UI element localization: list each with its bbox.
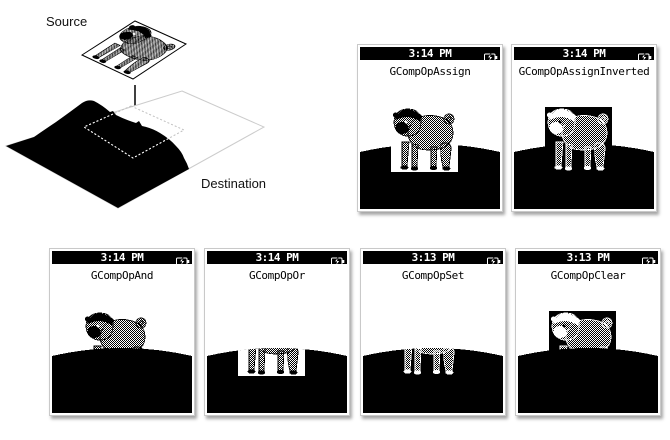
composite-op-label: GCompOpAssign	[389, 65, 471, 78]
composite-scene: GCompOpClear	[518, 264, 658, 413]
composite-op-label: GCompOpOr	[248, 269, 305, 282]
composite-scene: GCompOpAnd	[52, 264, 192, 413]
hill-silhouette	[363, 348, 503, 413]
device-titlebar: 3:14 PM	[514, 47, 654, 62]
status-time: 3:14 PM	[562, 47, 606, 60]
source-label: Source	[46, 14, 88, 29]
source-plane	[80, 20, 188, 80]
device-titlebar: 3:14 PM	[207, 251, 347, 266]
composite-op-label: GCompOpSet	[401, 269, 465, 282]
battery-charging-icon	[642, 253, 656, 266]
device-screenshot-set: 3:13 PM GCompOpSet	[360, 248, 506, 416]
source-destination-diagram: Source Destination	[0, 0, 300, 240]
battery-charging-icon	[331, 253, 345, 266]
device-screenshot-assign-inverted: 3:14 PM GCompOpAssignInverted	[511, 44, 657, 212]
composite-scene: GCompOpAssign	[360, 60, 500, 209]
composite-scene: GCompOpAssignInverted	[514, 60, 654, 209]
status-time: 3:14 PM	[255, 251, 299, 264]
pug-bitmap	[247, 348, 301, 375]
battery-charging-icon	[638, 49, 652, 62]
pug-bitmap	[396, 312, 458, 375]
device-titlebar: 3:14 PM	[360, 47, 500, 62]
pug-bitmap	[92, 25, 176, 75]
destination-plane	[4, 90, 266, 209]
device-titlebar: 3:14 PM	[52, 251, 192, 266]
composite-scene: GCompOpOr	[207, 264, 347, 413]
destination-label: Destination	[201, 176, 267, 191]
device-screenshot-or: 3:14 PM GCompOpOr	[204, 248, 350, 416]
composite-op-label: GCompOpAssignInverted	[518, 65, 650, 78]
status-time: 3:13 PM	[566, 251, 610, 264]
composite-scene: GCompOpSet	[363, 264, 503, 413]
pug-bitmap	[547, 108, 609, 171]
device-titlebar: 3:13 PM	[363, 251, 503, 266]
device-titlebar: 3:13 PM	[518, 251, 658, 266]
status-time: 3:14 PM	[408, 47, 452, 60]
composite-op-label: GCompOpAnd	[90, 269, 154, 282]
hill-silhouette	[52, 348, 192, 413]
pug-bitmap	[393, 108, 455, 171]
device-screenshot-clear: 3:13 PM GCompOpClear	[515, 248, 661, 416]
battery-charging-icon	[487, 253, 501, 266]
device-screenshot-and: 3:14 PM GCompOpAnd	[49, 248, 195, 416]
hill-silhouette	[518, 348, 658, 413]
battery-charging-icon	[484, 49, 498, 62]
destination-hill-region	[6, 100, 189, 208]
composite-op-label: GCompOpClear	[550, 269, 626, 282]
status-time: 3:13 PM	[411, 251, 455, 264]
device-screenshot-assign: 3:14 PM GCompOpAssign	[357, 44, 503, 212]
battery-charging-icon	[176, 253, 190, 266]
status-time: 3:14 PM	[100, 251, 144, 264]
